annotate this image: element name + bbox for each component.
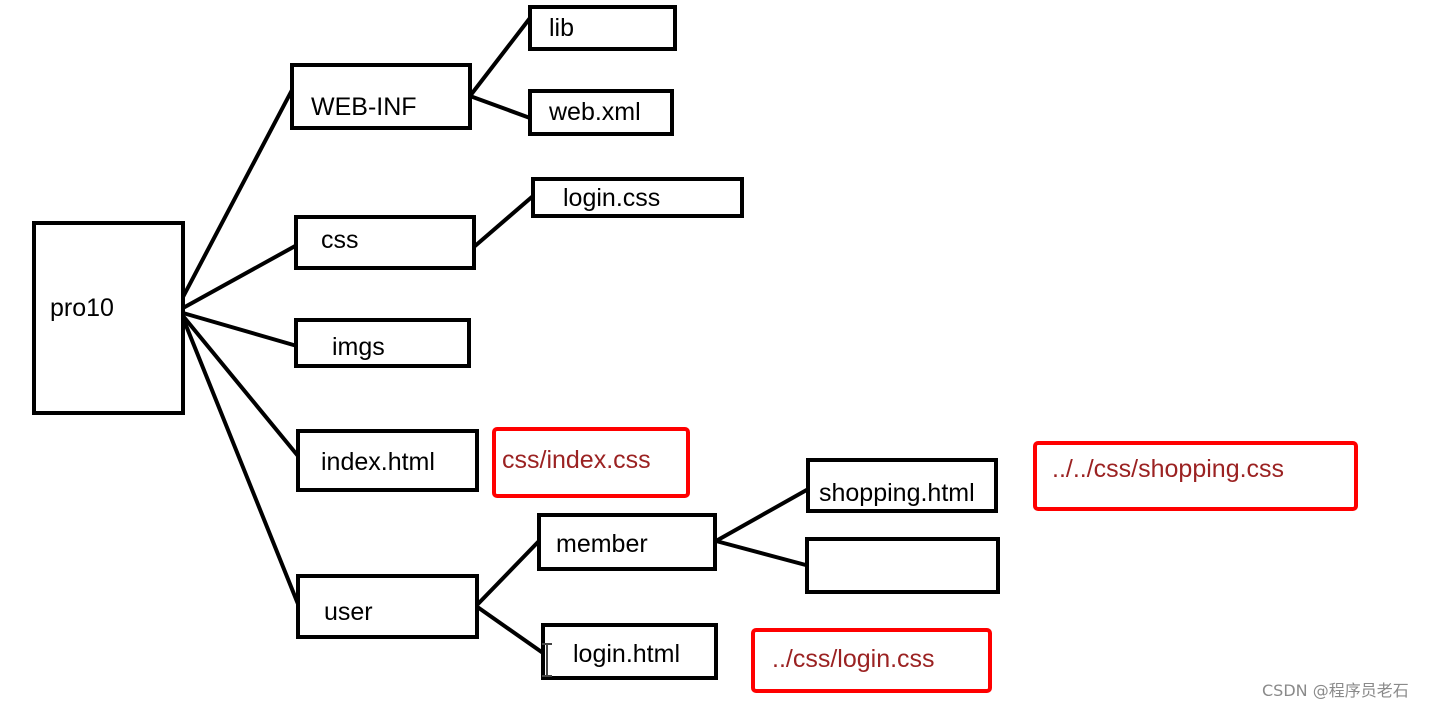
edge-root-imgs — [181, 311, 299, 348]
edge-user-member — [474, 539, 541, 608]
edge-member-shopping — [714, 481, 821, 543]
node-member-empty — [805, 537, 1000, 594]
node-imgs-label: imgs — [332, 333, 385, 361]
node-css — [294, 215, 476, 270]
node-web-inf — [290, 63, 472, 130]
edge-root-webinf — [181, 88, 294, 299]
node-imgs — [294, 318, 471, 368]
node-lib-label: lib — [549, 14, 575, 42]
node-login-css — [531, 177, 744, 218]
annotation-login-css-box — [751, 628, 992, 693]
node-web-inf-label: WEB-INF — [311, 93, 417, 121]
node-login-html-label: login.html — [573, 640, 680, 668]
node-pro10-label: pro10 — [50, 294, 114, 322]
edge-webinf-webxml — [468, 94, 532, 120]
edge-root-user — [181, 316, 300, 606]
node-web-xml — [528, 89, 674, 136]
annotation-login-css-path: ../css/login.css — [772, 645, 935, 673]
annotation-shopping-css-path: ../../css/shopping.css — [1052, 455, 1285, 483]
node-web-xml-label: web.xml — [549, 98, 641, 126]
annotation-index-css-path: css/index.css — [502, 446, 651, 474]
watermark: CSDN @程序员老石 — [1262, 681, 1409, 700]
node-member-label: member — [556, 530, 648, 558]
node-css-label: css — [321, 226, 359, 254]
node-index-html — [296, 429, 479, 492]
node-member — [537, 513, 717, 571]
edge-user-loginhtml — [474, 604, 545, 655]
edge-root-index — [181, 314, 300, 458]
node-lib — [528, 5, 677, 51]
node-pro10 — [32, 221, 185, 415]
annotation-index-css-box — [492, 427, 690, 498]
node-user — [296, 574, 479, 639]
annotation-shopping-css-box — [1033, 441, 1358, 511]
edge-root-css — [181, 243, 299, 310]
node-shopping-html-label: shopping.html — [819, 479, 975, 507]
edge-css-logincss — [473, 194, 535, 248]
node-index-html-label: index.html — [321, 448, 435, 476]
node-login-css-label: login.css — [563, 184, 661, 212]
node-login-html — [541, 623, 718, 680]
node-shopping-html — [806, 458, 998, 513]
edge-member-empty — [714, 539, 819, 570]
edge-webinf-lib — [468, 16, 532, 98]
text-cursor-icon — [542, 643, 552, 677]
node-user-label: user — [324, 598, 373, 626]
